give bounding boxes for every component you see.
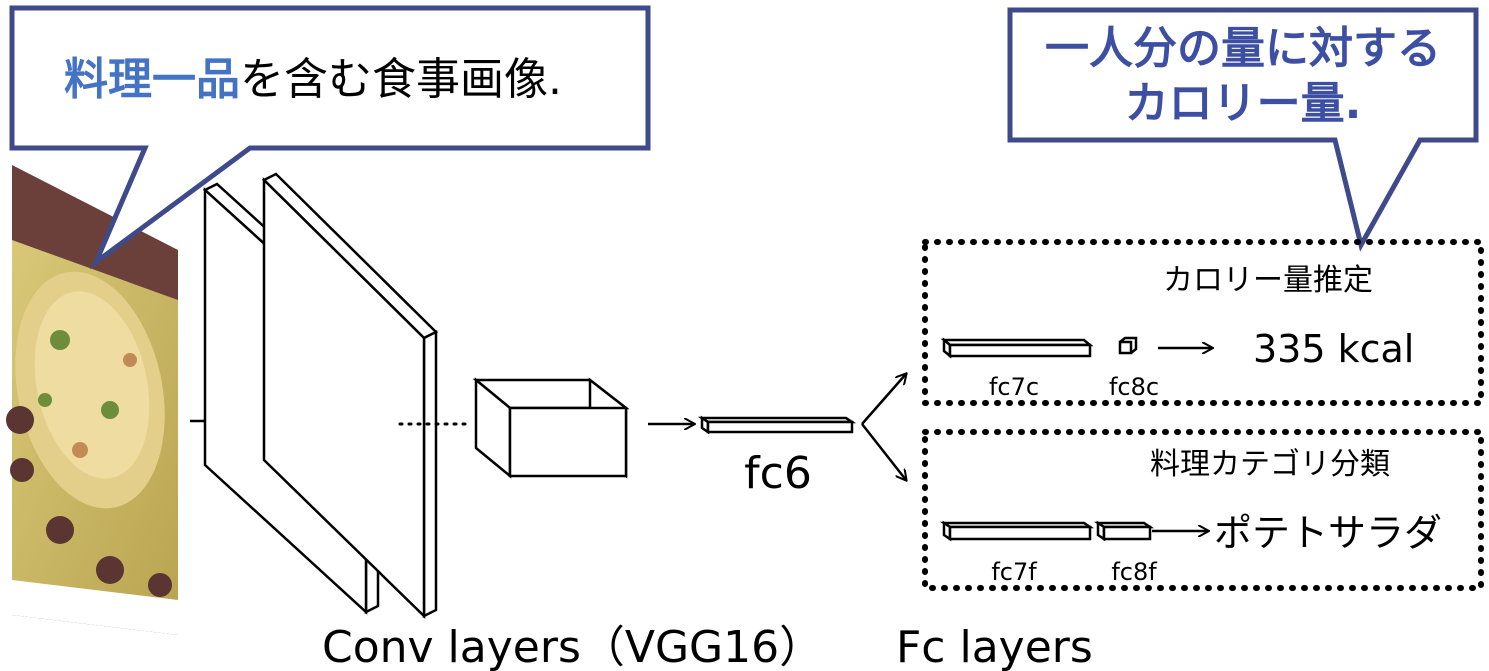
fc8c-label: fc8c bbox=[1109, 373, 1159, 401]
input-callout-text: 料理一品を含む食事画像. bbox=[64, 54, 562, 105]
category-branch-box bbox=[922, 429, 1484, 591]
fc7c-label: fc7c bbox=[989, 373, 1039, 401]
food-image bbox=[6, 165, 178, 635]
calorie-output-value: 335 kcal bbox=[1253, 327, 1414, 371]
category-output-value: ポテトサラダ bbox=[1214, 511, 1442, 555]
output-callout: 一人分の量に対する カロリー量. bbox=[1007, 7, 1479, 252]
category-branch-title: 料理カテゴリ分類 bbox=[1150, 447, 1390, 482]
output-callout-line2: カロリー量. bbox=[1125, 78, 1362, 129]
conv-layers-label: Conv layers（VGG16） bbox=[322, 622, 823, 671]
calorie-branch-box bbox=[922, 239, 1484, 406]
fc8f-bar bbox=[1093, 520, 1155, 542]
branch-arrow-calorie bbox=[861, 374, 906, 425]
input-callout: 料理一品を含む食事画像. bbox=[9, 5, 651, 270]
output-callout-line1: 一人分の量に対する bbox=[1045, 23, 1441, 74]
fc7f-bar bbox=[939, 520, 1095, 542]
fc8c-cell bbox=[1118, 336, 1138, 355]
fc8f-label: fc8f bbox=[1111, 558, 1157, 586]
fc-layers-label: Fc layers bbox=[896, 622, 1093, 671]
input-callout-rest: を含む食事画像. bbox=[240, 54, 562, 105]
calorie-branch-title: カロリー量推定 bbox=[1163, 263, 1373, 298]
fc7c-bar bbox=[940, 337, 1094, 359]
feature-cube bbox=[472, 377, 630, 479]
fc6-label: fc6 bbox=[744, 448, 812, 499]
input-callout-highlight: 料理一品 bbox=[64, 54, 240, 105]
fc6-bar bbox=[697, 415, 857, 435]
fc7f-label: fc7f bbox=[991, 558, 1037, 586]
branch-arrow-category bbox=[861, 423, 906, 480]
conv-layer-2 bbox=[261, 172, 439, 619]
